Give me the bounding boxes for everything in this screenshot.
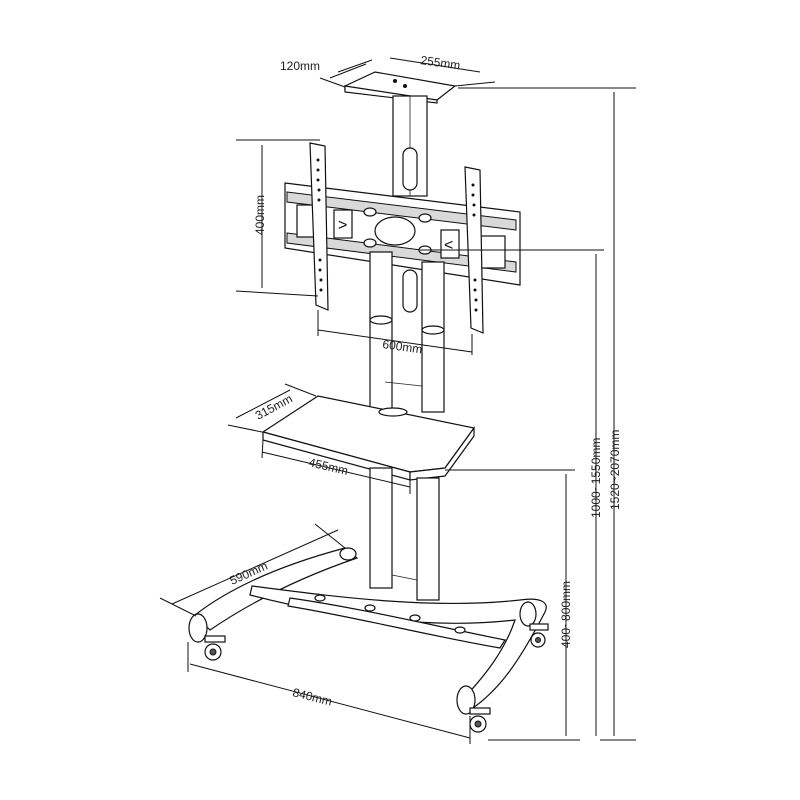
lower-columns [369,467,440,601]
dim-bracket-width: 600mm [382,337,424,356]
middle-columns [369,251,445,413]
dim-plate-width: 255mm [420,53,462,72]
dim-base-width: 840mm [291,685,333,708]
dim-bracket-height: 400mm [253,195,267,235]
dim-plate-depth: 120mm [280,59,320,73]
caster-front-left [188,613,226,661]
dimension-lines [159,57,636,744]
dim-bracket-center-height: 1000~1550mm [589,438,603,518]
svg-text:>: > [338,217,347,234]
caster-front-right [456,685,491,733]
svg-text:<: < [444,237,453,254]
upper-column [392,95,428,313]
dim-total-height: 1520~2070mm [608,430,622,510]
base [194,547,547,711]
caster-rear-right [519,601,549,648]
dim-shelf-height: 400~800mm [559,581,573,648]
left-bracket-arm [309,142,329,311]
vesa-bracket: > < [284,182,521,286]
